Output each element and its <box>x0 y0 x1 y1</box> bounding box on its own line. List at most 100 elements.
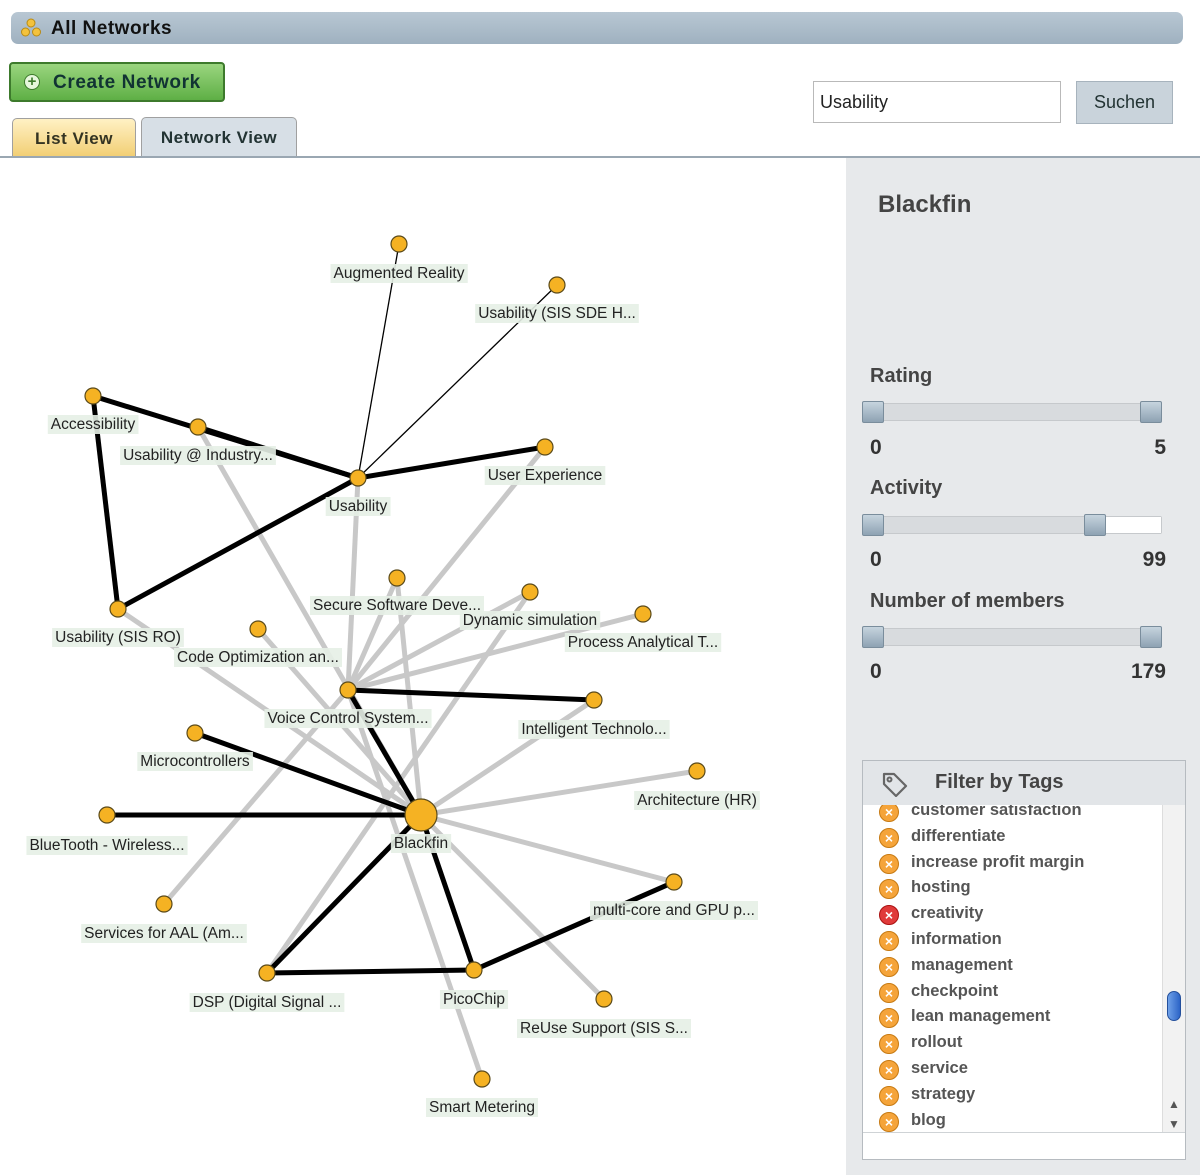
node-label-text: Voice Control System... <box>267 710 428 727</box>
node-process[interactable] <box>634 605 652 623</box>
node-codeopt[interactable] <box>249 620 267 638</box>
node-label-background <box>174 648 342 667</box>
tag-remove-icon[interactable]: × <box>879 1111 899 1132</box>
tag-remove-icon[interactable]: × <box>879 1008 899 1029</box>
node-label-text: Smart Metering <box>429 1099 535 1116</box>
edge-ux-voice <box>346 445 547 692</box>
node-dsp[interactable] <box>258 964 276 982</box>
scroll-up-icon[interactable]: ▲ <box>1168 1097 1180 1111</box>
tag-remove-icon[interactable]: × <box>879 879 899 900</box>
node-sisro[interactable] <box>109 600 127 618</box>
activity-min-handle[interactable] <box>862 514 884 536</box>
tag-label: blog <box>911 1110 946 1129</box>
search-button[interactable]: Suchen <box>1076 81 1173 124</box>
node-secure[interactable] <box>388 569 406 587</box>
tag-icon <box>882 772 908 797</box>
tag-remove-icon[interactable]: × <box>879 956 899 977</box>
networks-logo-icon <box>21 18 41 37</box>
node-label-background <box>484 466 606 485</box>
node-label-picochip: PicoChip <box>439 990 509 1009</box>
members-label: Number of members <box>870 590 1065 612</box>
tag-label: service <box>911 1059 968 1077</box>
node-intel[interactable] <box>585 691 603 709</box>
window-title: All Networks <box>51 18 173 39</box>
node-dynsim[interactable] <box>521 583 539 601</box>
scrollbar-thumb[interactable] <box>1167 991 1181 1021</box>
node-label-intel: Intelligent Technolo... <box>518 720 670 739</box>
tag-list-scrollbar[interactable]: ▲ ▼ <box>1162 805 1185 1135</box>
rating-slider[interactable] <box>862 401 1162 423</box>
tag-remove-icon[interactable]: × <box>879 1060 899 1080</box>
node-reuse[interactable] <box>595 990 613 1008</box>
node-bt[interactable] <box>98 806 116 824</box>
plus-icon: + <box>24 74 40 90</box>
node-micro[interactable] <box>186 724 204 742</box>
edge-picochip-multicore <box>472 879 676 973</box>
node-ux[interactable] <box>536 438 554 456</box>
node-label-text: Usability (SIS SDE H... <box>478 305 636 322</box>
tag-label: customer satisfaction <box>911 805 1082 819</box>
node-label-sisro: Usability (SIS RO) <box>52 628 184 647</box>
tag-remove-icon[interactable]: × <box>879 1034 899 1055</box>
edge-secure-voice <box>345 576 400 692</box>
node-label-text: Usability <box>329 498 388 515</box>
node-label-background <box>518 720 670 739</box>
members-slider[interactable] <box>862 626 1162 648</box>
edge-voice-smart <box>345 689 485 1080</box>
tag-label: rollout <box>911 1033 963 1052</box>
node-label-text: Code Optimization an... <box>177 649 339 666</box>
node-label-text: PicoChip <box>443 991 505 1008</box>
tag-remove-icon[interactable]: × <box>879 853 899 874</box>
node-label-ux: User Experience <box>484 466 606 485</box>
tag-remove-icon[interactable]: × <box>879 982 899 1003</box>
node-label-background <box>81 924 247 943</box>
activity-slider[interactable] <box>862 514 1162 536</box>
tag-remove-icon[interactable]: × <box>879 827 899 848</box>
node-label-industry: Usability @ Industry... <box>120 446 276 465</box>
node-smart[interactable] <box>473 1070 491 1088</box>
members-min-handle[interactable] <box>862 626 884 648</box>
tag-list: ×customer satisfaction×differentiate×inc… <box>863 805 1163 1135</box>
node-picochip[interactable] <box>465 961 483 979</box>
node-label-text: Intelligent Technolo... <box>521 721 666 738</box>
node-industry[interactable] <box>189 418 207 436</box>
search-input[interactable] <box>813 81 1061 123</box>
tag-remove-icon[interactable]: × <box>879 905 899 926</box>
node-label-aal: Services for AAL (Am... <box>81 924 247 943</box>
node-label-background <box>325 497 391 516</box>
tag-remove-icon[interactable]: × <box>879 1085 899 1106</box>
rating-min-handle[interactable] <box>862 401 884 423</box>
tag-remove-icon[interactable]: × <box>879 805 899 822</box>
node-usability[interactable] <box>349 469 367 487</box>
node-label-text: Process Analytical T... <box>568 634 718 651</box>
members-max-handle[interactable] <box>1140 626 1162 648</box>
node-label-text: Usability (SIS RO) <box>55 629 181 646</box>
node-label-text: Microcontrollers <box>140 753 250 770</box>
node-label-codeopt: Code Optimization an... <box>174 648 342 667</box>
tab-network-view[interactable]: Network View <box>141 117 297 157</box>
edge-blackfin-intel <box>419 697 596 818</box>
create-network-button[interactable]: + Create Network <box>9 62 225 102</box>
tag-remove-icon[interactable]: × <box>879 931 899 951</box>
edge-voice-intel <box>347 687 595 703</box>
rating-max-handle[interactable] <box>1140 401 1162 423</box>
node-label-text: Usability @ Industry... <box>123 447 273 464</box>
node-aal[interactable] <box>155 895 173 913</box>
node-ar[interactable] <box>390 235 408 253</box>
node-label-access: Accessibility <box>47 415 139 434</box>
node-label-background <box>189 993 345 1012</box>
node-access[interactable] <box>84 387 102 405</box>
tag-label: lean management <box>911 1007 1051 1026</box>
tag-filter-title: Filter by Tags <box>935 771 1064 793</box>
node-multicore[interactable] <box>665 873 683 891</box>
node-sde[interactable] <box>548 276 566 294</box>
scroll-down-icon[interactable]: ▼ <box>1168 1117 1180 1131</box>
node-blackfin[interactable] <box>404 798 438 832</box>
tab-list-view[interactable]: List View <box>12 118 136 156</box>
node-arch[interactable] <box>688 762 706 780</box>
node-label-background <box>475 304 639 323</box>
activity-max-handle[interactable] <box>1084 514 1107 536</box>
node-voice[interactable] <box>339 681 357 699</box>
